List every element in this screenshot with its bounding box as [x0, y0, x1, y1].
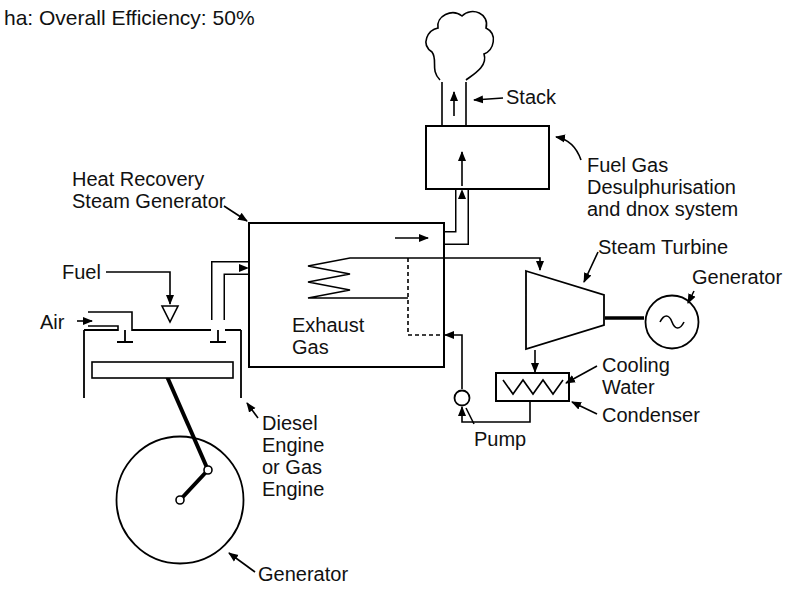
condenser-coil	[503, 380, 563, 394]
connecting-rod	[165, 372, 208, 470]
hrsg-dashed	[408, 258, 445, 335]
stack-pipe	[442, 82, 466, 125]
gas-pipe	[218, 268, 248, 320]
steam-turbine: Steam Turbine	[525, 270, 605, 350]
node-outline	[80, 320, 245, 400]
flow-line	[445, 258, 540, 270]
component-label: Generator	[258, 563, 358, 585]
hrsg-box: Heat Recovery Steam GeneratorExhaust Gas	[248, 222, 445, 368]
connector-stroke	[462, 402, 530, 422]
title-text: ha: Overall Efficiency: 50%	[4, 6, 255, 30]
hrsg-leader	[224, 206, 247, 221]
node-outline	[525, 270, 605, 350]
component-label: Cooling Water	[602, 354, 682, 398]
flow-line	[535, 350, 536, 372]
pump: Pump	[453, 389, 471, 407]
flow-line	[462, 402, 530, 422]
node-outline	[115, 435, 245, 565]
connector-stroke	[534, 350, 536, 372]
component-label: Exhaust Gas	[292, 314, 382, 358]
component-label: Fuel Gas Desulphurisation and dnox syste…	[587, 154, 767, 220]
intake-pipe	[88, 312, 132, 331]
connector-stroke	[445, 190, 462, 238]
connector-stroke	[445, 258, 540, 270]
node-outline	[453, 389, 471, 407]
condenser-box: Cooling WaterCondenser	[495, 372, 570, 402]
condenser-leader	[572, 402, 597, 414]
connector-stroke	[218, 268, 248, 320]
component-label: Heat Recovery Steam Generator	[72, 168, 240, 212]
connector-stroke	[218, 268, 248, 320]
connector-stroke	[445, 335, 462, 389]
shaft	[605, 318, 644, 319]
fgd-leader	[556, 137, 581, 160]
part-label: Air	[40, 311, 76, 333]
component-label: Condenser	[602, 404, 712, 426]
part-label: Stack	[506, 86, 566, 108]
fuel-line	[106, 272, 170, 304]
smoke-plume	[426, 12, 493, 80]
fgd-flow-arrow	[461, 152, 463, 186]
crank-pin	[204, 466, 212, 474]
cooling-water-leader	[566, 366, 597, 383]
component-label: Steam Turbine	[598, 236, 748, 258]
crank-generator: Generator	[115, 435, 245, 565]
node-outline	[644, 294, 700, 350]
fgd-box: Fuel Gas Desulphurisation and dnox syste…	[425, 125, 550, 190]
crank-centre	[176, 496, 184, 504]
hrsg-flow-arrow	[395, 237, 428, 239]
connector-stroke	[605, 316, 644, 320]
generator: Generator	[644, 294, 700, 350]
engine-cylinder: Diesel Engine or Gas Engine	[80, 320, 245, 400]
crank-arm	[180, 470, 208, 500]
crank-generator-leader	[229, 553, 255, 572]
component-label: Pump	[474, 428, 534, 450]
hrsg-coil	[308, 258, 445, 298]
part-label: Fuel	[62, 261, 110, 283]
air-arrow	[77, 320, 92, 322]
component-label: Generator	[692, 266, 787, 288]
component-label: Diesel Engine or Gas Engine	[262, 412, 342, 500]
flow-line	[445, 335, 462, 389]
fuel-injector	[162, 306, 178, 322]
connector-stroke	[445, 190, 462, 238]
stack-leader	[474, 98, 503, 100]
stack-flow-arrow	[453, 92, 455, 116]
engine-leader	[247, 403, 258, 418]
connector-stroke	[218, 268, 248, 320]
turbine-leader	[584, 252, 598, 282]
connector-stroke	[445, 190, 462, 238]
gas-pipe	[445, 190, 462, 238]
